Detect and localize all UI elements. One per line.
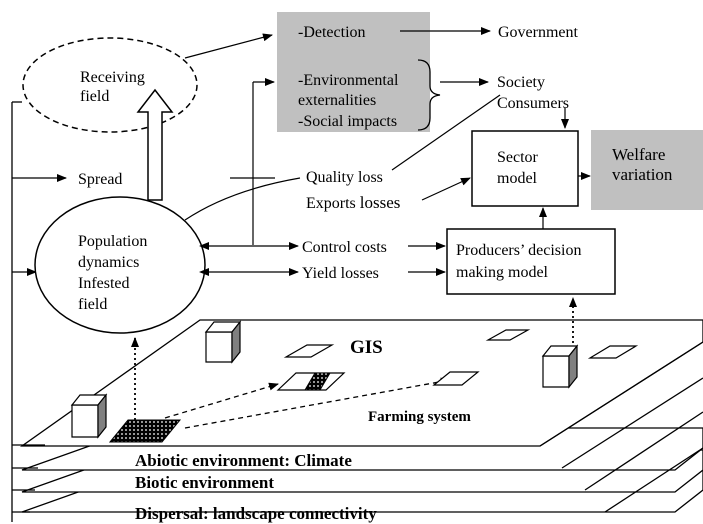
- detection-label: -Detection: [298, 24, 366, 41]
- sector-model-line1: Sector: [497, 149, 539, 166]
- producers-model-box: [446, 228, 616, 295]
- externalities-line1: -Environmental: [298, 72, 399, 89]
- welfare-line2: variation: [612, 165, 673, 184]
- government-label: Government: [498, 24, 579, 41]
- exports-losses-label: Exports losses: [306, 193, 400, 212]
- spread-up-arrow: [136, 88, 174, 201]
- infested-field-ellipse: [34, 196, 206, 334]
- infested-field-line1: Population: [78, 233, 147, 250]
- infested-field-line3: Infested: [78, 275, 130, 292]
- infested-field-line4: field: [78, 296, 107, 313]
- gis-label: GIS: [350, 337, 383, 358]
- yield-losses-label: Yield losses: [302, 265, 379, 282]
- layer-label-abiotic: Abiotic environment: Climate: [135, 451, 352, 470]
- infested-field-line2: dynamics: [78, 254, 139, 271]
- layer-label-dispersal: Dispersal: landscape connectivity: [135, 504, 377, 523]
- cube-1: [204, 320, 242, 364]
- sector-model-line2: model: [497, 170, 538, 187]
- quality-loss-label: Quality loss: [306, 169, 383, 186]
- welfare-line1: Welfare: [612, 145, 665, 164]
- farming-system-label: Farming system: [368, 409, 471, 425]
- detection-box: [277, 12, 430, 60]
- externalities-box: [277, 57, 430, 132]
- receiving-field-line2: field: [80, 88, 109, 105]
- sector-model-box: [471, 130, 579, 207]
- externalities-line2: externalities: [298, 92, 376, 109]
- brace: [417, 59, 441, 131]
- externalities-line3: -Social impacts: [298, 113, 397, 130]
- producers-model-line2: making model: [456, 264, 549, 281]
- layer-farming: [19, 319, 703, 447]
- receiving-field-line1: Receiving: [80, 69, 145, 86]
- cube-3: [541, 344, 579, 389]
- infested-parcel-small: [304, 372, 331, 391]
- consumers-label: Consumers: [497, 95, 569, 112]
- producers-model-line1: Producers’ decision: [456, 242, 581, 259]
- control-costs-label: Control costs: [302, 239, 387, 256]
- layer-label-biotic: Biotic environment: [135, 473, 274, 492]
- left-feedback-line: [11, 101, 45, 522]
- spread-label: Spread: [78, 171, 122, 188]
- infested-parcel: [108, 419, 182, 443]
- cube-2: [70, 393, 108, 439]
- society-label: Society: [497, 74, 545, 91]
- layer-stack: [19, 319, 703, 513]
- welfare-box: [591, 130, 703, 210]
